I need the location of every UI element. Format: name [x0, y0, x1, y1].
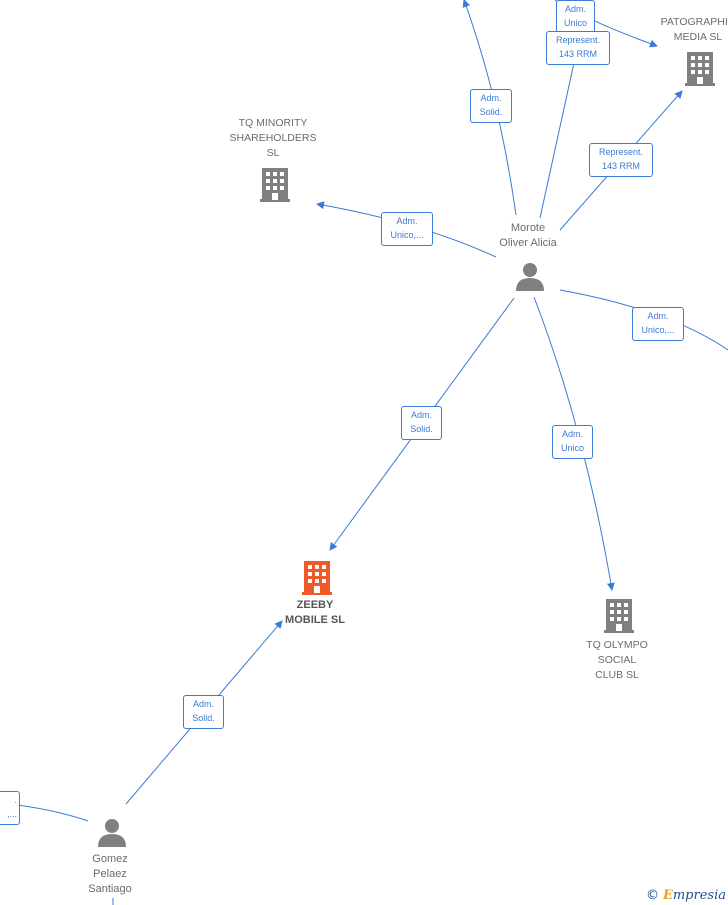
- node-label-morote[interactable]: Morote Oliver Alicia: [499, 222, 557, 249]
- node-label-zeeby[interactable]: ZEEBY MOBILE SL: [285, 599, 345, 626]
- edge-line-e2: [539, 39, 580, 219]
- building-icon[interactable]: [683, 50, 717, 86]
- edge-label-e2[interactable]: Represent. 143 RRM: [546, 31, 610, 65]
- copyright-icon: ©: [645, 888, 659, 903]
- person-icon[interactable]: [96, 816, 128, 848]
- edge-label-e3[interactable]: Adm. Solid.: [470, 89, 512, 123]
- node-label-patographic[interactable]: PATOGRAPHIC MEDIA SL: [660, 16, 728, 43]
- edge-label-e7[interactable]: Adm. Solid.: [401, 406, 442, 440]
- edge-label-e9[interactable]: Adm. Solid.: [183, 695, 224, 729]
- edge-label-e5[interactable]: Adm. Unico,...: [381, 212, 433, 246]
- edge-label-e1[interactable]: Adm. Unico: [556, 0, 595, 34]
- brand-watermark[interactable]: ©Empresia: [646, 888, 726, 903]
- building-icon[interactable]: [258, 166, 292, 202]
- brand-name: mpresia: [672, 888, 726, 903]
- building-icon[interactable]: [300, 559, 334, 595]
- brand-initial: E: [662, 888, 673, 903]
- edge-label-e6[interactable]: Adm. Unico,...: [632, 307, 684, 341]
- node-label-tq-olympo[interactable]: TQ OLYMPO SOCIAL CLUB SL: [586, 639, 648, 681]
- building-icon[interactable]: [602, 597, 636, 633]
- edge-label-e8[interactable]: Adm. Unico: [552, 425, 593, 459]
- person-icon[interactable]: [514, 260, 546, 292]
- edge-label-e4[interactable]: Represent. 143 RRM: [589, 143, 653, 177]
- node-label-gomez[interactable]: Gomez Pelaez Santiago: [88, 853, 132, 895]
- node-label-tq-minority[interactable]: TQ MINORITY SHAREHOLDERS SL: [229, 117, 317, 159]
- edge-label-e10[interactable]: . ,...: [0, 791, 20, 825]
